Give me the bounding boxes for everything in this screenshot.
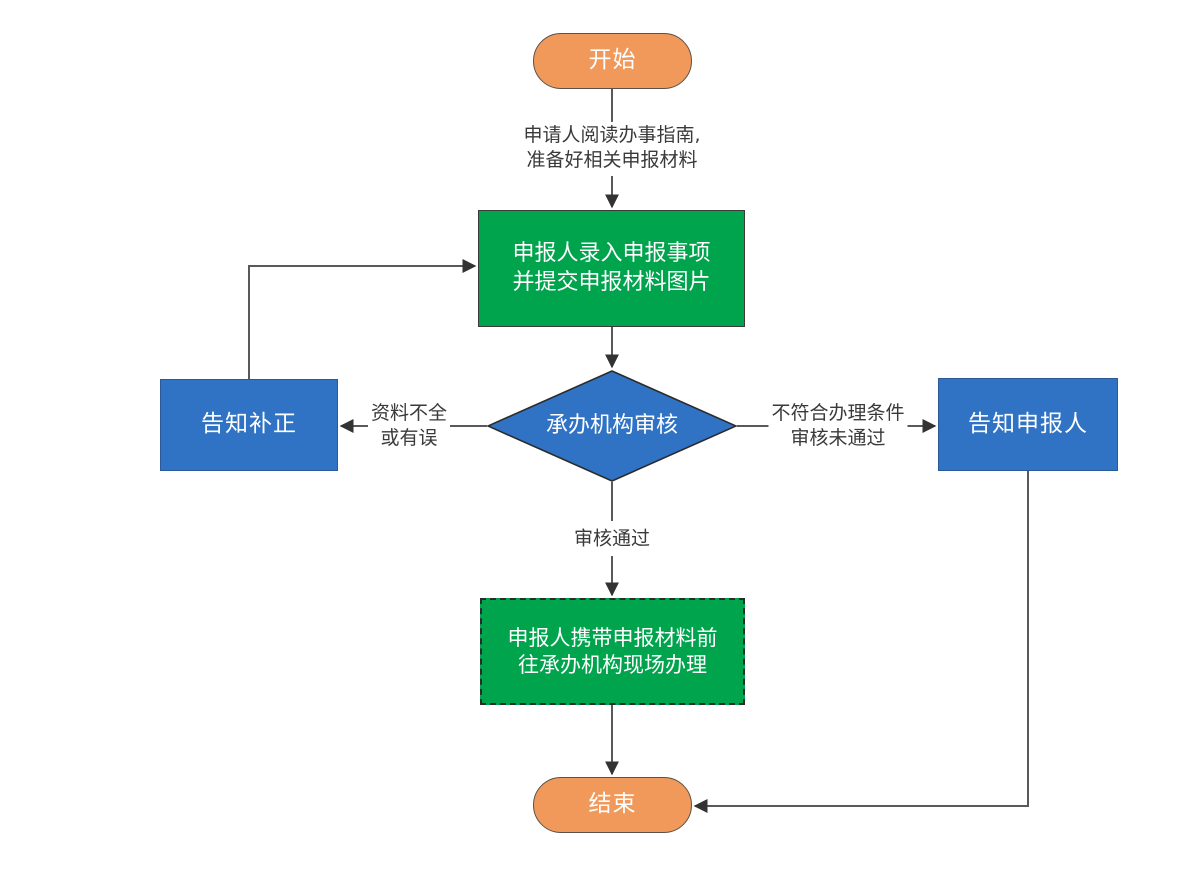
- node-review-decision[interactable]: 承办机构审核: [487, 370, 737, 482]
- node-review-decision-label: 承办机构审核: [545, 412, 678, 438]
- node-submit-declaration[interactable]: 申报人录入申报事项 并提交申报材料图片: [478, 210, 745, 327]
- node-notify-correction-label: 告知补正: [201, 411, 297, 438]
- node-start-label: 开始: [588, 47, 637, 74]
- node-start[interactable]: 开始: [533, 33, 692, 89]
- diamond-shape-icon: [487, 370, 737, 482]
- node-end[interactable]: 结束: [533, 777, 692, 833]
- edge-label-review-to-correction: 资料不全 或有误: [367, 399, 451, 453]
- edge-label-review-to-onsite: 审核通过: [570, 525, 654, 553]
- edge-correction-to-submit: [248, 259, 477, 379]
- node-notify-applicant[interactable]: 告知申报人: [938, 378, 1118, 471]
- node-end-label: 结束: [588, 791, 637, 818]
- node-notify-applicant-label: 告知申报人: [968, 410, 1088, 437]
- edge-label-review-to-notify-applicant: 不符合办理条件 审核未通过: [768, 399, 908, 453]
- node-notify-correction[interactable]: 告知补正: [160, 379, 338, 471]
- node-onsite-handling[interactable]: 申报人携带申报材料前 往承办机构现场办理: [480, 598, 745, 705]
- edge-label-start-to-submit: 申请人阅读办事指南, 准备好相关申报材料: [520, 121, 704, 175]
- node-submit-declaration-label: 申报人录入申报事项 并提交申报材料图片: [512, 241, 711, 295]
- node-onsite-handling-label: 申报人携带申报材料前 往承办机构现场办理: [507, 625, 718, 677]
- edge-notify-applicant-to-end: [693, 471, 1029, 813]
